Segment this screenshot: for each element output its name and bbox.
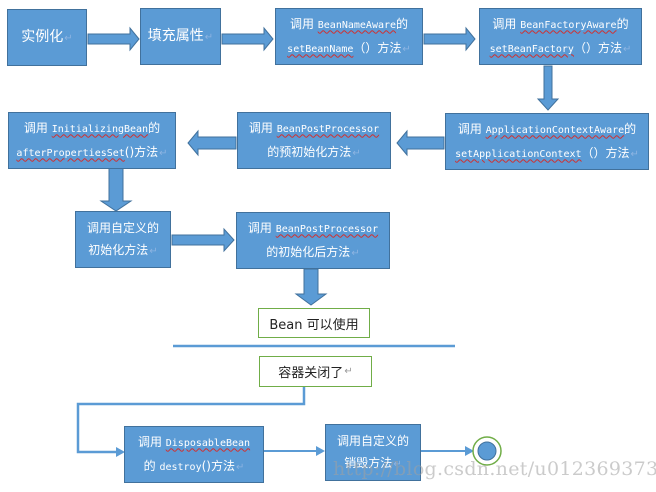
arrow-populate-to-beannameaware — [221, 26, 274, 52]
step-app-context-aware: 调用 ApplicationContextAware的 setApplicati… — [445, 113, 649, 170]
step-instantiate: 实例化↵ — [7, 9, 87, 66]
code-text: afterPropertiesSet — [16, 147, 125, 159]
step-disposable-bean: 调用 DisposableBean 的 destroy()方法↵ — [124, 426, 264, 483]
code-text: ApplicationContextAware — [485, 124, 625, 136]
step-label: （）方法 — [353, 40, 402, 55]
state-bean-ready: Bean 可以使用 — [258, 308, 370, 338]
step-label: 调用 — [23, 120, 52, 135]
return-mark: ↵ — [235, 461, 245, 473]
connector-closed-to-disposable — [76, 386, 306, 454]
step-bpp-before-init: 调用 BeanPostProcessor 的预初始化方法↵ — [237, 112, 391, 169]
step-label: 调用 — [137, 434, 166, 449]
arrow-bppbefore-to-initializingbean — [187, 129, 237, 157]
return-mark: ↵ — [402, 43, 411, 55]
arrow-beannameaware-to-beanfactoryaware — [423, 26, 476, 52]
return-mark: ↵ — [204, 31, 214, 43]
code-text: BeanFactoryAware — [520, 19, 617, 31]
step-initializing-bean: 调用 InitializingBean的 afterPropertiesSet(… — [8, 112, 176, 169]
step-label: 的 — [624, 121, 637, 136]
step-label: ()方法 — [124, 144, 159, 159]
step-label: ()方法 — [201, 458, 235, 473]
code-text: setBeanName — [287, 43, 354, 55]
step-label: 销毁方法 — [344, 455, 393, 470]
step-custom-destroy: 调用自定义的 销毁方法↵ — [325, 424, 421, 481]
step-label: 调用自定义的 — [86, 220, 159, 235]
step-custom-init: 调用自定义的 初始化方法↵ — [75, 211, 171, 268]
state-label: Bean 可以使用 — [269, 317, 359, 333]
code-text: destroy — [159, 461, 202, 473]
code-text: setApplicationContext — [455, 148, 582, 160]
code-text: BeanPostProcessor — [276, 123, 380, 135]
step-label: （）方法 — [581, 145, 630, 160]
step-bpp-after-init: 调用 BeanPostProcessor 的初始化后方法↵ — [236, 212, 390, 269]
step-bean-name-aware: 调用 BeanNameAware的 setBeanName（）方法↵ — [275, 8, 423, 65]
state-label: 容器关闭了 — [278, 366, 344, 381]
step-label: 的预初始化方法 — [267, 144, 352, 159]
arrow-beanfactoryaware-to-appcontextaware — [536, 65, 560, 111]
return-mark: ↵ — [159, 147, 168, 159]
watermark: http://blog.csdn.net/u012369373 — [333, 458, 656, 480]
return-mark: ↵ — [393, 458, 402, 470]
arrow-appcontextaware-to-bppbefore — [396, 129, 445, 157]
code-text: DisposableBean — [165, 437, 251, 449]
step-bean-factory-aware: 调用 BeanFactoryAware的 setBeanFactory（）方法↵ — [479, 8, 642, 65]
step-label: 调用 — [492, 16, 521, 31]
step-label: 的 — [143, 458, 160, 473]
step-label: 调用 — [248, 120, 277, 135]
return-mark: ↵ — [64, 32, 73, 44]
step-label: 调用 — [457, 121, 486, 136]
step-label: 的 — [396, 16, 409, 31]
return-mark: ↵ — [344, 366, 353, 377]
state-container-closed: 容器关闭了↵ — [259, 356, 372, 387]
arrow-initializingbean-to-custominit — [99, 167, 133, 212]
code-text: InitializingBean — [51, 123, 149, 135]
return-mark: ↵ — [351, 247, 360, 259]
arrow-custominit-to-bppafter — [171, 227, 235, 253]
code-text: BeanNameAware — [317, 19, 397, 31]
arrow-bppafter-to-beanready — [294, 268, 328, 306]
step-label: 调用 — [289, 16, 318, 31]
return-mark: ↵ — [630, 148, 639, 160]
step-label: 实例化 — [21, 28, 64, 45]
step-label: 填充属性 — [147, 27, 204, 44]
step-label: （）方法 — [573, 40, 622, 55]
step-label: 的 — [148, 120, 161, 135]
step-label: 初始化方法 — [88, 242, 149, 257]
return-mark: ↵ — [622, 43, 632, 55]
step-label: 调用 — [247, 220, 276, 235]
return-mark: ↵ — [352, 147, 361, 159]
step-populate: 填充属性↵ — [140, 8, 221, 65]
code-text: BeanPostProcessor — [275, 223, 379, 235]
step-label: 调用自定义的 — [336, 433, 409, 448]
arrow-instantiate-to-populate — [87, 26, 140, 52]
code-text: setBeanFactory — [489, 43, 574, 55]
return-mark: ↵ — [149, 245, 158, 257]
step-label: 的初始化后方法 — [266, 244, 351, 259]
step-label: 的 — [616, 16, 629, 31]
